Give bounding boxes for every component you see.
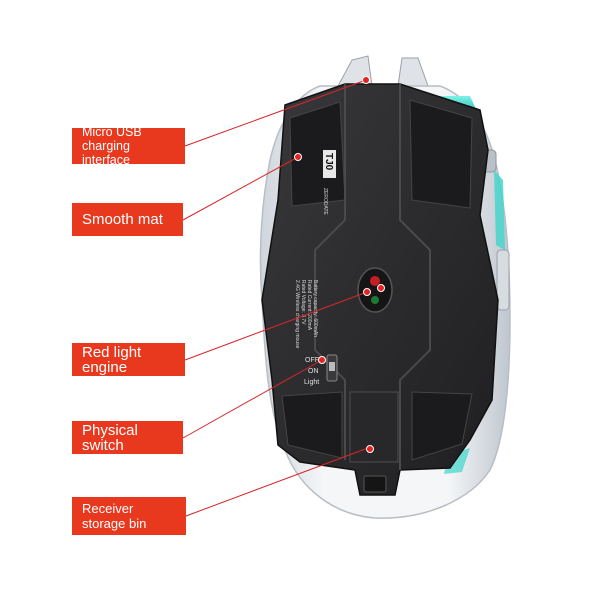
callout-physical-switch: Physical switch — [72, 421, 183, 454]
rgb-glow-side — [494, 170, 505, 250]
receiver-storage-bin — [349, 391, 399, 463]
marker-usb — [362, 76, 370, 84]
leader-bin — [185, 447, 369, 517]
center-panel-outline — [314, 84, 431, 470]
switch-label-on: ON — [308, 368, 319, 375]
callout-micro-usb: Micro USB charging interface — [72, 125, 185, 167]
switch-label-off: OFF — [305, 357, 319, 364]
spec-line-1: 2.4G Wireless charging mouse — [294, 280, 300, 349]
leader-switch — [182, 359, 323, 439]
switch-label-light: Light — [304, 379, 319, 386]
physical-switch — [326, 354, 338, 382]
brand-text: ZERODATE — [322, 188, 328, 216]
marker-mat — [294, 153, 302, 161]
spec-line-4: Battery capacity: 600mAh — [312, 280, 318, 337]
model-badge-text: TJ0 — [323, 153, 334, 171]
smooth-mat-top-right — [409, 99, 473, 209]
callout-receiver-storage-bin: Receiver storage bin — [72, 497, 186, 535]
marker-switch — [318, 356, 326, 364]
leader-engine — [184, 291, 368, 361]
model-badge — [323, 150, 336, 178]
red-light-engine — [357, 267, 393, 313]
callout-red-light-engine: Red light engine — [72, 343, 185, 376]
callout-smooth-mat: Smooth mat — [72, 203, 183, 236]
marker-engine-1 — [363, 288, 371, 296]
leader-usb — [184, 79, 367, 147]
spec-line-2: Rated Voltage: 3.7V — [300, 280, 306, 325]
marker-engine-2 — [377, 284, 385, 292]
smooth-mat-bottom-right — [411, 391, 473, 461]
marker-bin — [366, 445, 374, 453]
leader-mat — [182, 156, 299, 221]
spec-line-3: Rated Current: 200mA — [306, 280, 312, 331]
